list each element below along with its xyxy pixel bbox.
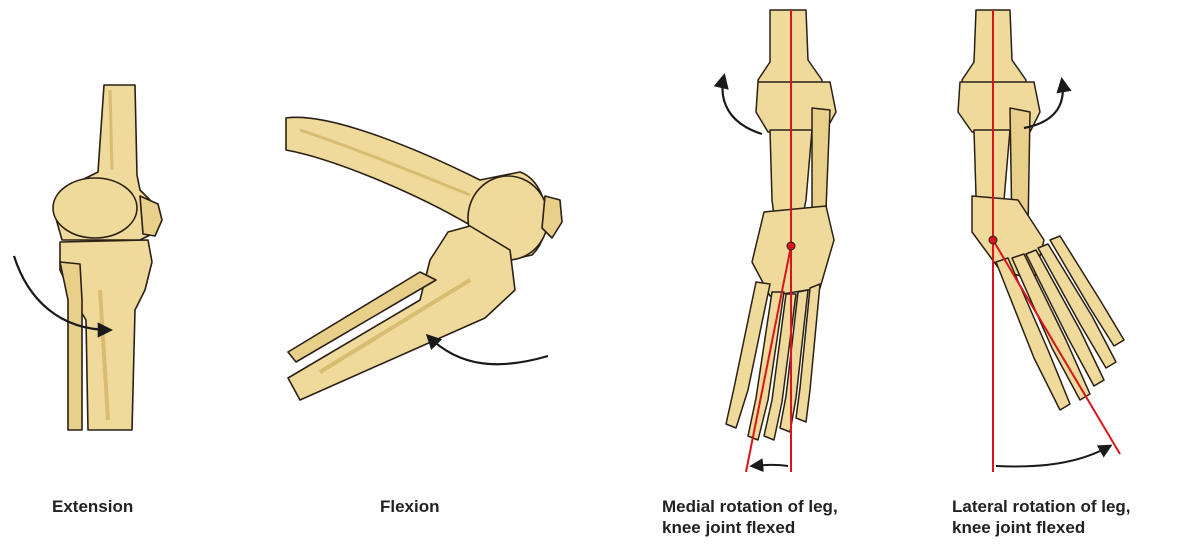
- foot-phalanges: [996, 236, 1124, 410]
- flexion-caption-line: Flexion: [380, 496, 440, 517]
- extension-figure: [53, 85, 162, 430]
- extension-caption: Extension: [52, 496, 133, 517]
- extension-caption-line: Extension: [52, 496, 133, 517]
- flexion-figure: [286, 117, 562, 400]
- fibula-bone: [812, 108, 830, 212]
- medial-caption-line-2: knee joint flexed: [662, 517, 838, 538]
- medial-rotation-figure: [726, 10, 836, 440]
- femoral-condyle: [53, 178, 137, 238]
- lateral-caption-line-1: Lateral rotation of leg,: [952, 496, 1131, 517]
- medial-caption-line-1: Medial rotation of leg,: [662, 496, 838, 517]
- lateral-rotation-figure: [958, 10, 1124, 410]
- flexion-arrow: [428, 336, 548, 364]
- medial-pivot-point: [787, 242, 795, 250]
- medial-rotation-arrow-angle: [752, 465, 788, 466]
- lateral-pivot-point: [989, 236, 997, 244]
- lateral-caption-line-2: knee joint flexed: [952, 517, 1131, 538]
- lateral-rotation-caption: Lateral rotation of leg, knee joint flex…: [952, 496, 1131, 538]
- patella-bone: [542, 196, 562, 238]
- flexion-caption: Flexion: [380, 496, 440, 517]
- tibia-bone: [288, 226, 515, 400]
- fibula-bone: [60, 262, 82, 430]
- lateral-rotation-arrow-angle: [996, 446, 1110, 466]
- foot-phalanges: [726, 282, 820, 440]
- medial-rotation-caption: Medial rotation of leg, knee joint flexe…: [662, 496, 838, 538]
- patella-bone: [140, 196, 162, 236]
